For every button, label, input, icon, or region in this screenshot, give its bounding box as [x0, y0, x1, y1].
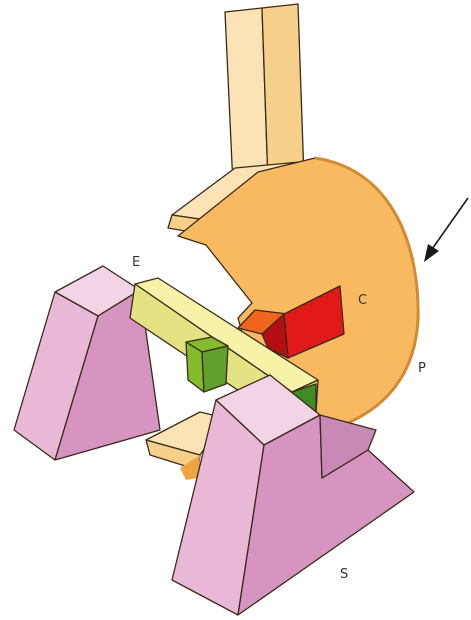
swing-direction-arrow: [424, 198, 468, 262]
label-p: P: [418, 361, 426, 376]
label-e: E: [132, 255, 140, 270]
right-support: [172, 375, 414, 615]
label-c: C: [358, 293, 367, 308]
label-s: S: [340, 567, 348, 582]
